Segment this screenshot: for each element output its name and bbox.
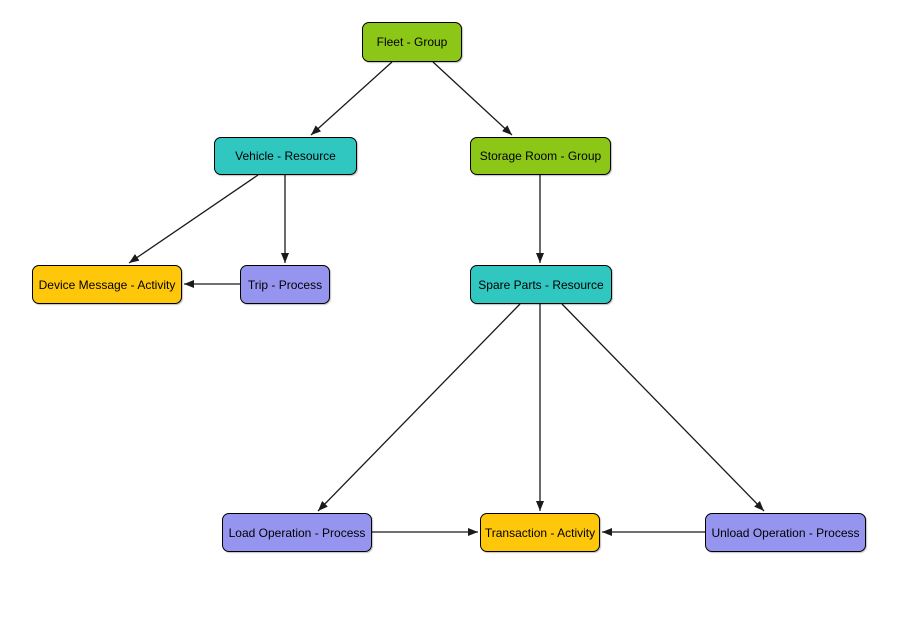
node-device-message-activity[interactable]: Device Message - Activity: [32, 265, 182, 304]
node-transaction-activity[interactable]: Transaction - Activity: [480, 513, 600, 552]
node-load-operation-process[interactable]: Load Operation - Process: [222, 513, 372, 552]
node-storage-room-group[interactable]: Storage Room - Group: [470, 137, 611, 175]
edge-fleet-to-storage-room: [432, 61, 513, 136]
edge-spare-parts-to-load-operation: [317, 303, 521, 512]
node-unload-operation-process[interactable]: Unload Operation - Process: [705, 513, 866, 552]
node-fleet-group[interactable]: Fleet - Group: [362, 22, 462, 62]
edge-vehicle-to-device-message: [128, 174, 259, 264]
node-trip-process[interactable]: Trip - Process: [240, 265, 330, 304]
edge-spare-parts-to-unload-operation: [561, 303, 765, 512]
node-vehicle-resource[interactable]: Vehicle - Resource: [214, 137, 357, 175]
edge-fleet-to-vehicle: [310, 61, 393, 136]
node-spare-parts-resource[interactable]: Spare Parts - Resource: [470, 265, 612, 304]
